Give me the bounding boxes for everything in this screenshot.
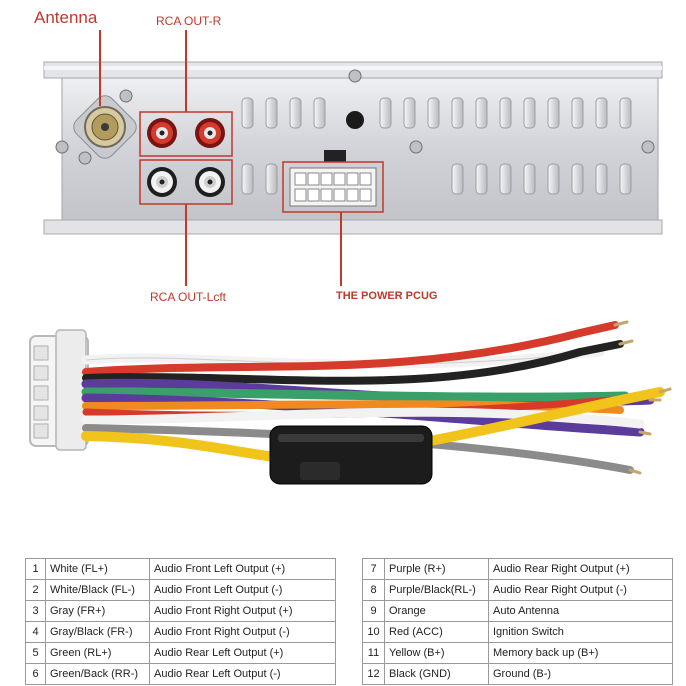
pin-number: 11	[362, 642, 385, 664]
table-row: 4 Gray/Black (FR-) Audio Front Right Out…	[25, 621, 336, 643]
pin-number: 9	[362, 600, 385, 622]
mount-hole	[346, 111, 364, 129]
table-row: 6 Green/Back (RR-) Audio Rear Left Outpu…	[25, 663, 336, 685]
pin-number: 2	[25, 579, 46, 601]
wire-function: Memory back up (B+)	[488, 642, 673, 664]
pin-number: 10	[362, 621, 385, 643]
wire-color: White/Black (FL-)	[45, 579, 150, 601]
bottom-rail	[43, 219, 663, 235]
pinout-table-left: 1 White (FL+) Audio Front Left Output (+…	[25, 558, 336, 685]
wire-color: White (FL+)	[45, 558, 150, 580]
wire-color: Black (GND)	[384, 663, 489, 685]
wire-color: Green/Back (RR-)	[45, 663, 150, 685]
wire-color: Red (ACC)	[384, 621, 489, 643]
table-row: 10 Red (ACC) Ignition Switch	[362, 621, 673, 643]
power-plug-socket	[282, 150, 384, 213]
table-row: 5 Green (RL+) Audio Rear Left Output (+)	[25, 642, 336, 664]
wire-color: Gray (FR+)	[45, 600, 150, 622]
table-row: 1 White (FL+) Audio Front Left Output (+…	[25, 558, 336, 580]
pin-number: 7	[362, 558, 385, 580]
wire-color: Orange	[384, 600, 489, 622]
wire-color: Green (RL+)	[45, 642, 150, 664]
table-row: 12 Black (GND) Ground (B-)	[362, 663, 673, 685]
wire-function: Audio Front Left Output (+)	[149, 558, 336, 580]
antenna-label: Antenna	[34, 8, 98, 27]
pin-number: 12	[362, 663, 385, 685]
wire-color: Yellow (B+)	[384, 642, 489, 664]
antenna-connector	[73, 95, 137, 159]
rca-jack-red	[147, 118, 225, 148]
table-row: 9 Orange Auto Antenna	[362, 600, 673, 622]
pinout-table-right: 7 Purple (R+) Audio Rear Right Output (+…	[362, 558, 673, 685]
wire-function: Audio Front Right Output (-)	[149, 621, 336, 643]
pin-number: 4	[25, 621, 46, 643]
wire-function: Audio Rear Left Output (+)	[149, 642, 336, 664]
wire-function: Audio Rear Left Output (-)	[149, 663, 336, 685]
vent-slots	[241, 97, 632, 195]
table-row: 2 White/Black (FL-) Audio Front Left Out…	[25, 579, 336, 601]
radio-back-panel-diagram	[29, 30, 672, 485]
rca-out-right-label: RCA OUT-R	[156, 14, 222, 28]
wire-function: Audio Front Right Output (+)	[149, 600, 336, 622]
wire-function: Auto Antenna	[488, 600, 673, 622]
wire-color: Gray/Black (FR-)	[45, 621, 150, 643]
wire-function: Audio Rear Right Output (-)	[488, 579, 673, 601]
wire-color: Purple (R+)	[384, 558, 489, 580]
rca-out-left-label: RCA OUT-Lcft	[150, 290, 227, 304]
wire-function: Ground (B-)	[488, 663, 673, 685]
table-row: 7 Purple (R+) Audio Rear Right Output (+…	[362, 558, 673, 580]
pin-number: 5	[25, 642, 46, 664]
wiring-harness	[29, 320, 672, 485]
pin-number: 3	[25, 600, 46, 622]
screw-icon	[55, 69, 655, 165]
power-plug-label: THE POWER PCUG	[336, 290, 438, 302]
wire-function: Audio Rear Right Output (+)	[488, 558, 673, 580]
table-row: 3 Gray (FR+) Audio Front Right Output (+…	[25, 600, 336, 622]
rca-jack-white	[147, 167, 225, 197]
pin-number: 6	[25, 663, 46, 685]
pin-number: 8	[362, 579, 385, 601]
wire-color: Purple/Black(RL-)	[384, 579, 489, 601]
wire-function: Audio Front Left Output (-)	[149, 579, 336, 601]
table-row: 11 Yellow (B+) Memory back up (B+)	[362, 642, 673, 664]
table-row: 8 Purple/Black(RL-) Audio Rear Right Out…	[362, 579, 673, 601]
wire-function: Ignition Switch	[488, 621, 673, 643]
pin-number: 1	[25, 558, 46, 580]
